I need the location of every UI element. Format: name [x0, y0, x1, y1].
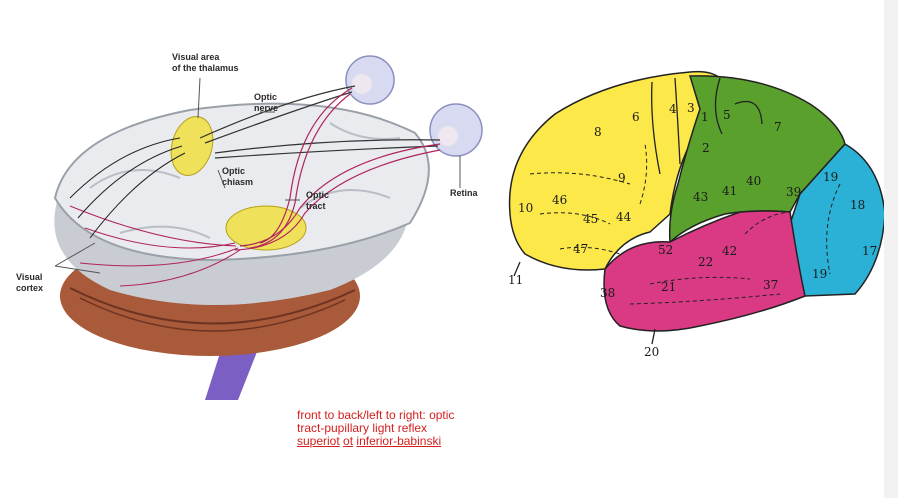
area-10-label: 10: [518, 201, 533, 215]
visual-pathway-illustration: Visual area of the thalamus Optic nerve …: [0, 28, 496, 400]
caption-line-3: superiot ot inferior-babinski: [297, 435, 517, 448]
area-17-label: 17: [862, 244, 877, 258]
caption-superiot: superiot: [297, 434, 340, 448]
annotation-caption: front to back/left to right: optic tract…: [297, 409, 517, 448]
area-43-label: 43: [693, 190, 708, 204]
caption-line-2: tract-pupillary light reflex: [297, 421, 428, 435]
area-8-label: 8: [594, 125, 602, 139]
area-18-label: 18: [850, 198, 865, 212]
area-9-label: 9: [618, 171, 626, 185]
temporal-region: [603, 210, 806, 332]
label-optic-tract-1: Optic: [306, 190, 329, 200]
area-22-label: 22: [698, 255, 713, 269]
area-7-label: 7: [774, 120, 782, 134]
label-thalamus-1: Visual area: [172, 52, 220, 62]
area-19-label: 19: [823, 170, 838, 184]
area-45-label: 45: [583, 212, 598, 226]
label-optic-chiasm-1: Optic: [222, 166, 245, 176]
area-47-label: 47: [573, 242, 588, 256]
area-37-label: 37: [763, 278, 778, 292]
label-visual-cortex-1: Visual: [16, 272, 42, 282]
label-optic-tract-2: tract: [306, 201, 326, 211]
area-46-label: 46: [552, 193, 567, 207]
area-2-label: 2: [702, 141, 710, 155]
area-11-label: 11: [508, 273, 523, 287]
vertical-scrollbar[interactable]: [884, 0, 898, 498]
area-42-label: 42: [722, 244, 737, 258]
brodmann-area-map: 1 2 3 4 5 6 7 8 9 10 11 17 18 19 19 20 2…: [508, 70, 886, 359]
label-visual-cortex-2: cortex: [16, 283, 43, 293]
area-40-label: 40: [746, 174, 761, 188]
parietal-region: [668, 75, 846, 244]
label-optic-chiasm-2: chiasm: [222, 177, 253, 187]
area-52-label: 52: [658, 243, 673, 257]
area-44-label: 44: [616, 210, 632, 224]
label-thalamus-2: of the thalamus: [172, 63, 239, 73]
area-3-label: 3: [687, 101, 695, 115]
area-21-label: 21: [661, 280, 676, 294]
caption-inferior-babinski: inferior-babinski: [356, 434, 442, 448]
caption-line-1: front to back/left to right: optic: [297, 408, 455, 422]
area-38-label: 38: [600, 286, 615, 300]
area-20-label: 20: [644, 345, 659, 359]
area-19b-label: 19: [812, 267, 827, 281]
area-6-label: 6: [632, 110, 640, 124]
label-optic-nerve-1: Optic: [254, 92, 277, 102]
caption-ot: ot: [343, 434, 354, 448]
area-4-label: 4: [669, 102, 677, 116]
area-5-label: 5: [723, 108, 731, 122]
area-labels: 1 2 3 4 5 6 7 8 9 10 11 17 18 19 19 20 2…: [508, 101, 877, 359]
area-39-label: 39: [786, 185, 801, 199]
label-retina: Retina: [450, 188, 479, 198]
label-optic-nerve-2: nerve: [254, 103, 278, 113]
area-1-label: 1: [701, 110, 709, 124]
area-41-label: 41: [722, 184, 737, 198]
